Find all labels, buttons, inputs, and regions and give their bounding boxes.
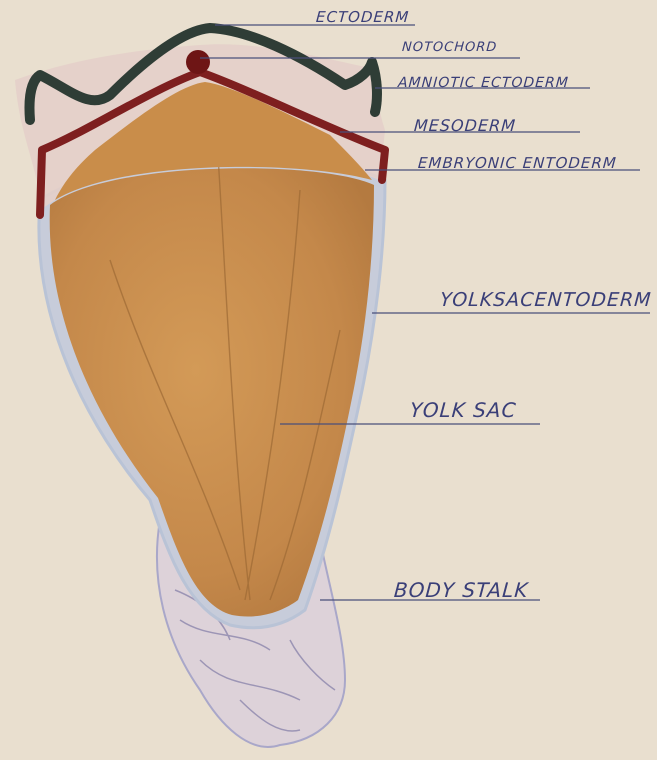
label-yolk-sac-entoderm: YOLKSACENTODERM	[439, 289, 652, 311]
label-amniotic-ectoderm: AMNIOTIC ECTODERM	[397, 75, 569, 91]
notochord-dot	[186, 50, 210, 74]
label-embryonic-entoderm: EMBRYONIC ENTODERM	[417, 154, 617, 172]
label-notochord: NOTOCHORD	[401, 40, 497, 55]
label-mesoderm: MESODERM	[413, 116, 516, 135]
label-yolk-sac: YOLK SAC	[409, 398, 517, 422]
label-body-stalk: BODY STALK	[393, 578, 529, 602]
label-ectoderm: ECTODERM	[315, 8, 410, 26]
